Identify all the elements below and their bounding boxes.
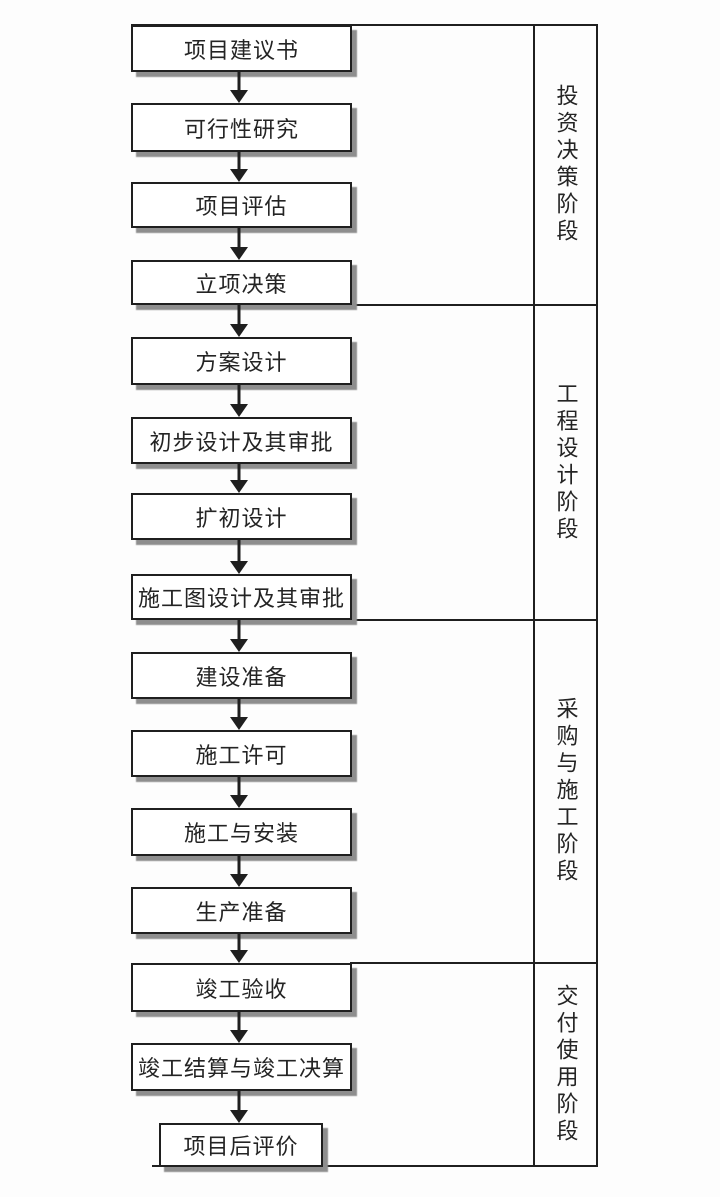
- flow-step-label: 方案设计: [195, 350, 288, 375]
- flow-step-box: 项目评估: [131, 182, 352, 228]
- arrow-head-icon: [230, 1110, 248, 1123]
- down-arrow: [230, 385, 248, 417]
- arrow-shaft: [237, 385, 241, 406]
- phase-label: 工程设计阶段: [553, 381, 579, 544]
- arrow-head-icon: [230, 247, 248, 260]
- down-arrow: [230, 72, 248, 103]
- flow-step-label: 生产准备: [195, 899, 288, 925]
- arrow-head-icon: [230, 404, 248, 417]
- frame-bottom-line: [152, 1165, 598, 1167]
- flow-step-label: 施工图设计及其审批: [137, 586, 345, 611]
- arrow-shaft: [237, 620, 241, 641]
- down-arrow: [230, 856, 248, 887]
- arrow-shaft: [237, 464, 241, 482]
- arrow-head-icon: [230, 90, 248, 103]
- flow-step-box: 建设准备: [131, 652, 352, 699]
- arrow-shaft: [237, 72, 241, 92]
- flow-step-label: 竣工验收: [195, 976, 288, 1002]
- flow-step-label: 施工与安装: [183, 821, 299, 846]
- down-arrow: [230, 228, 248, 260]
- flow-step-label: 可行性研究: [183, 116, 299, 142]
- flow-step-box: 项目建议书: [131, 25, 352, 72]
- arrow-head-icon: [230, 950, 248, 963]
- flow-step-label: 立项决策: [195, 271, 288, 297]
- arrow-shaft: [237, 1012, 241, 1032]
- phase-divider-line-1: [350, 304, 598, 306]
- flow-step-label: 竣工结算与竣工决算: [137, 1056, 345, 1081]
- flow-step-box: 竣工验收: [131, 963, 352, 1012]
- phase-label: 投资决策阶段: [553, 83, 579, 246]
- arrow-shaft: [237, 777, 241, 797]
- phase-divider-line-3: [350, 962, 598, 964]
- down-arrow: [230, 540, 248, 574]
- arrow-shaft: [237, 152, 241, 171]
- phase-cell-3: 采购与施工阶段: [535, 620, 596, 963]
- arrow-shaft: [237, 540, 241, 563]
- arrow-shaft: [237, 1091, 241, 1112]
- arrow-shaft: [237, 305, 241, 326]
- arrow-head-icon: [230, 324, 248, 337]
- arrow-shaft: [237, 228, 241, 249]
- flow-step-box: 初步设计及其审批: [131, 417, 352, 464]
- flow-step-box: 项目后评价: [159, 1123, 323, 1167]
- arrow-head-icon: [230, 480, 248, 493]
- phase-panel-left-line: [533, 24, 535, 1167]
- arrow-head-icon: [230, 1030, 248, 1043]
- down-arrow: [230, 777, 248, 808]
- down-arrow: [230, 305, 248, 337]
- frame-top-line: [131, 24, 598, 26]
- down-arrow: [230, 1012, 248, 1043]
- flow-step-label: 初步设计及其审批: [149, 429, 334, 455]
- arrow-head-icon: [230, 717, 248, 730]
- down-arrow: [230, 934, 248, 963]
- flow-step-label: 施工许可: [195, 742, 288, 768]
- down-arrow: [230, 620, 248, 652]
- flow-step-box: 可行性研究: [131, 103, 352, 152]
- arrow-shaft: [237, 699, 241, 719]
- flow-step-label: 项目评估: [195, 194, 288, 219]
- down-arrow: [230, 152, 248, 182]
- arrow-head-icon: [230, 561, 248, 574]
- flow-step-box: 施工与安装: [131, 808, 352, 856]
- phase-cell-4: 交付使用阶段: [535, 963, 596, 1167]
- phase-cell-2: 工程设计阶段: [535, 305, 596, 620]
- phase-cell-1: 投资决策阶段: [535, 24, 596, 305]
- down-arrow: [230, 464, 248, 493]
- flow-step-label: 扩初设计: [195, 505, 288, 531]
- flow-step-box: 方案设计: [131, 337, 352, 385]
- flow-step-label: 项目后评价: [183, 1134, 299, 1159]
- down-arrow: [230, 1091, 248, 1123]
- flow-step-box: 立项决策: [131, 260, 352, 305]
- phase-panel-right-line: [596, 24, 598, 1167]
- flow-step-box: 施工许可: [131, 730, 352, 777]
- arrow-head-icon: [230, 874, 248, 887]
- arrow-head-icon: [230, 169, 248, 182]
- phase-label: 采购与施工阶段: [553, 697, 579, 886]
- phase-label: 交付使用阶段: [553, 984, 579, 1146]
- flow-step-box: 施工图设计及其审批: [131, 574, 352, 620]
- flow-step-box: 生产准备: [131, 887, 352, 934]
- flow-step-label: 项目建议书: [183, 37, 299, 63]
- flow-step-label: 建设准备: [195, 664, 288, 690]
- phase-divider-line-2: [350, 619, 598, 621]
- arrow-shaft: [237, 856, 241, 876]
- flow-step-box: 竣工结算与竣工决算: [131, 1043, 352, 1091]
- arrow-shaft: [237, 934, 241, 952]
- flow-step-box: 扩初设计: [131, 493, 352, 540]
- arrow-head-icon: [230, 795, 248, 808]
- down-arrow: [230, 699, 248, 730]
- arrow-head-icon: [230, 639, 248, 652]
